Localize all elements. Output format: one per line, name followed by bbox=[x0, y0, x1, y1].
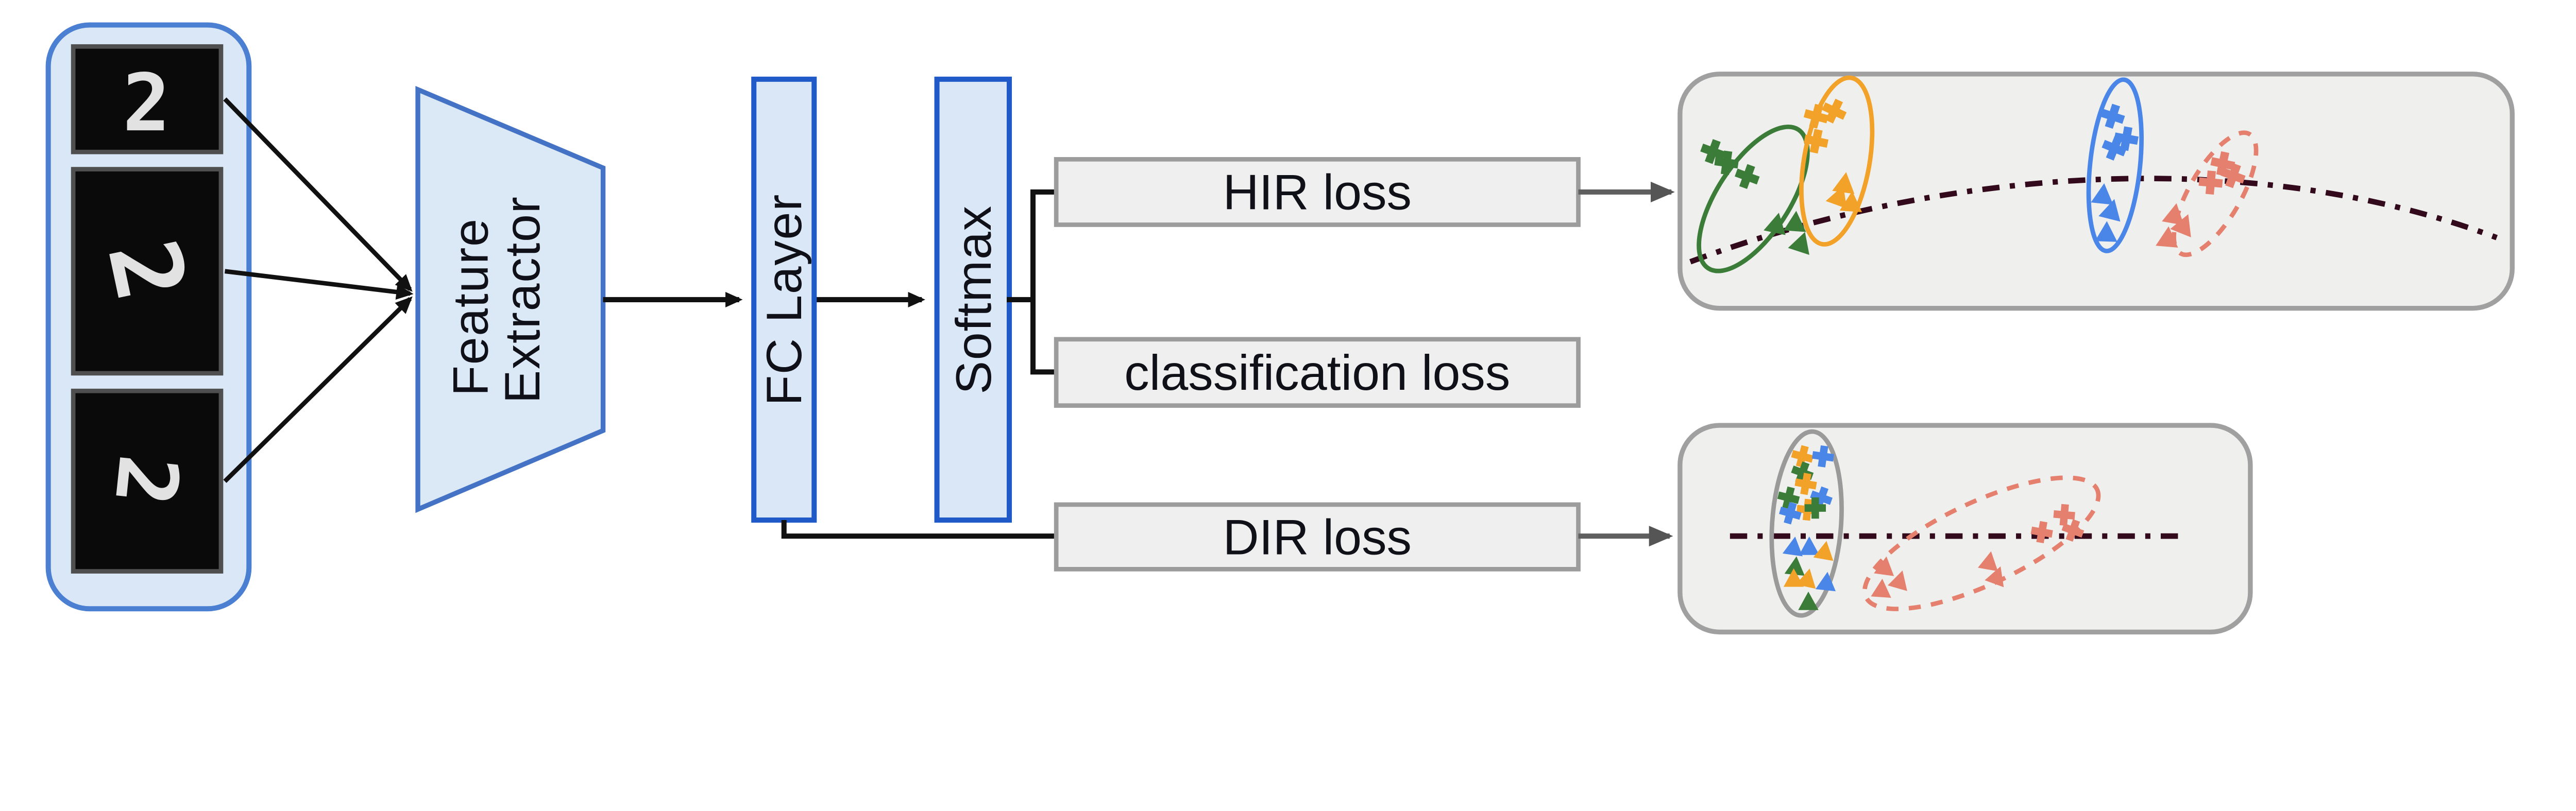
triangle-marker bbox=[2170, 214, 2191, 237]
triangle-marker bbox=[1887, 570, 1907, 591]
hir-loss-box: HIR loss bbox=[1054, 157, 1581, 227]
triangle-marker bbox=[1985, 566, 2004, 588]
cross-marker bbox=[2053, 504, 2075, 526]
digit-tile-3: 2 bbox=[71, 388, 224, 574]
triangle-marker bbox=[2095, 221, 2117, 242]
hir-loss-label: HIR loss bbox=[1223, 164, 1412, 220]
triangle-marker bbox=[2162, 203, 2184, 226]
bottom-panel-clusters bbox=[1769, 429, 2101, 618]
digit-tile-2: 2 bbox=[71, 167, 224, 376]
cross-marker bbox=[1777, 486, 1800, 509]
triangle-marker bbox=[1764, 213, 1786, 235]
cluster-ellipse bbox=[1769, 429, 1844, 618]
triangle-marker bbox=[1782, 537, 1803, 557]
triangle-marker bbox=[1978, 551, 1998, 572]
classification-loss-box: classification loss bbox=[1054, 337, 1581, 408]
softmax-label: Softmax bbox=[945, 205, 1002, 394]
fc-to-dir-connector bbox=[781, 520, 1055, 539]
fc-layer-label: FC Layer bbox=[756, 194, 812, 406]
cross-marker bbox=[2221, 163, 2246, 188]
softmax-block bbox=[934, 76, 1012, 523]
fc-layer-block bbox=[751, 76, 817, 523]
triangle-marker bbox=[1832, 172, 1855, 194]
cross-marker bbox=[2030, 521, 2053, 544]
digit-tile-1: 2 bbox=[71, 44, 224, 154]
triangle-marker bbox=[1788, 232, 1809, 255]
triangle-marker bbox=[1795, 568, 1816, 589]
triangle-marker bbox=[1784, 211, 1806, 232]
top-embedding-panel bbox=[1677, 72, 2515, 311]
triangle-marker bbox=[1798, 591, 1819, 610]
branch-connector bbox=[1007, 189, 1057, 375]
triangle-marker bbox=[1813, 541, 1834, 561]
cross-marker bbox=[1811, 445, 1834, 468]
cross-marker bbox=[1791, 445, 1814, 468]
cross-marker bbox=[2100, 103, 2125, 129]
architecture-diagram: 2 2 2 Feature Extractor FC Layer Softmax… bbox=[45, 22, 2515, 635]
triangle-marker bbox=[1874, 556, 1894, 576]
cross-marker bbox=[1803, 103, 1829, 129]
cluster-ellipse bbox=[1697, 124, 1810, 273]
cross-marker bbox=[2210, 151, 2235, 176]
triangle-marker bbox=[1839, 191, 1862, 213]
dir-loss-box: DIR loss bbox=[1054, 502, 1581, 572]
input-arrow-2 bbox=[224, 269, 414, 300]
bottom-embedding-panel bbox=[1677, 423, 2253, 635]
input-arrow-3 bbox=[223, 296, 413, 483]
ml-architecture-figure: 2 2 2 Feature Extractor FC Layer Softmax… bbox=[45, 22, 2515, 635]
triangle-marker bbox=[1825, 185, 1847, 209]
cross-marker bbox=[2198, 170, 2223, 195]
cross-marker bbox=[2114, 126, 2139, 151]
input-arrow-1 bbox=[223, 97, 413, 292]
classification-loss-label: classification loss bbox=[1124, 344, 1510, 401]
dir-loss-label: DIR loss bbox=[1223, 509, 1412, 565]
top-panel-clusters bbox=[1697, 75, 2259, 273]
cross-marker bbox=[1794, 473, 1817, 495]
cluster-ellipse bbox=[2086, 77, 2144, 253]
cluster-ellipse bbox=[1799, 75, 1875, 247]
cross-marker bbox=[1804, 129, 1829, 154]
cross-marker bbox=[1822, 98, 1847, 124]
cross-marker bbox=[1714, 150, 1739, 175]
triangle-marker bbox=[1815, 572, 1836, 592]
feature-extractor-block bbox=[415, 85, 606, 513]
triangle-marker bbox=[1784, 556, 1805, 576]
triangle-marker bbox=[2091, 183, 2113, 205]
input-arrows bbox=[223, 97, 414, 483]
cross-marker bbox=[2061, 519, 2084, 542]
triangle-marker bbox=[1871, 578, 1891, 598]
cross-marker bbox=[1735, 164, 1760, 189]
cross-marker bbox=[1779, 502, 1802, 525]
digit-glyph: 2 bbox=[96, 451, 197, 510]
triangle-marker bbox=[1799, 536, 1820, 555]
triangle-marker bbox=[2156, 226, 2178, 248]
feature-extractor-label: Feature Extractor bbox=[442, 196, 550, 403]
digit-glyph: 2 bbox=[123, 57, 171, 149]
cross-marker bbox=[2102, 135, 2127, 161]
cross-marker bbox=[1804, 497, 1826, 519]
triangle-marker bbox=[2098, 199, 2121, 222]
